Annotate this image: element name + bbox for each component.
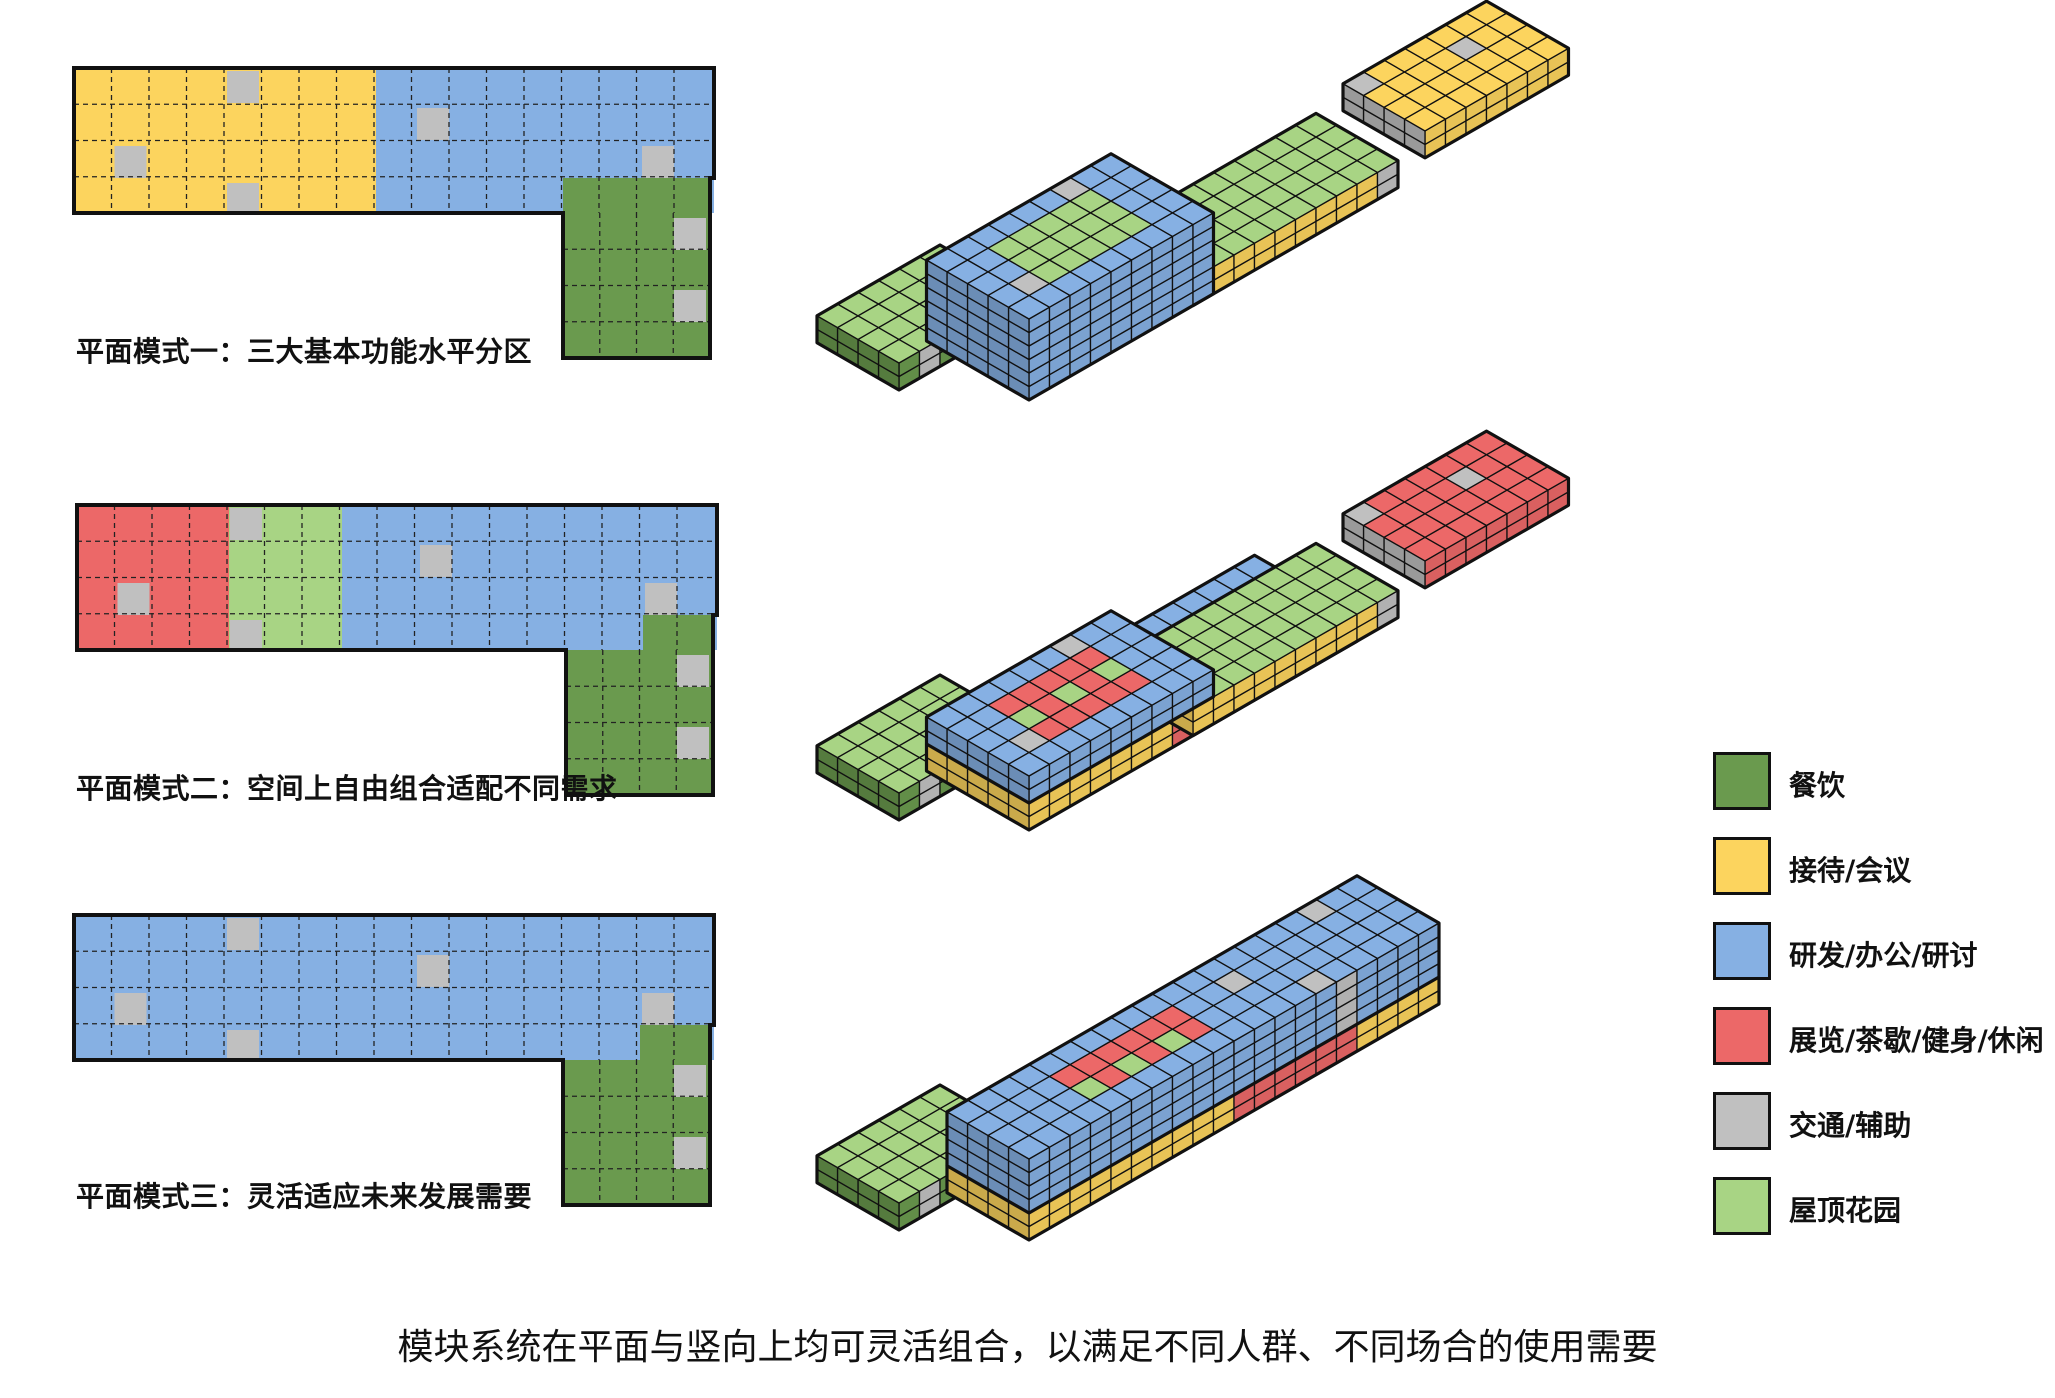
block-outline [945, 874, 1441, 1215]
plan-zone-left [74, 68, 376, 213]
plan-caption-1: 平面模式一：三大基本功能水平分区 [76, 335, 533, 368]
plan-traffic-cell [114, 993, 147, 1025]
plan-traffic-cell [674, 218, 706, 250]
legend-swatch-dining [1713, 752, 1771, 810]
plans-layer [72, 66, 719, 1207]
plan-outline [75, 503, 719, 797]
plan-zone-wing-top [563, 1025, 640, 1060]
plan-traffic-cell [674, 1137, 706, 1169]
annex-block [1341, 0, 1571, 160]
legend-swatch-reception [1713, 837, 1771, 895]
axonometric-model-3 [815, 874, 1441, 1242]
legend-item-exhibition: 展览/茶歇/健身/休闲 [1713, 1007, 2044, 1067]
legend-label-exhibition: 展览/茶歇/健身/休闲 [1789, 1024, 2044, 1057]
main-ring [924, 609, 1216, 805]
legend-item-traffic: 交通/辅助 [1713, 1092, 2043, 1152]
axonometric-model-2 [815, 429, 1571, 832]
plan-traffic-cell [420, 545, 452, 577]
plan-traffic-cell [230, 620, 262, 652]
plan-zone-wing-top [566, 615, 643, 650]
legend-swatch-exhibition [1713, 1007, 1771, 1065]
legend-item-dining: 餐饮 [1713, 752, 2043, 812]
plan-traffic-cell [227, 71, 259, 103]
block-outline [1341, 0, 1571, 160]
plan-zone-left [74, 915, 376, 1060]
plan-outline [72, 66, 716, 360]
block-outline [1341, 429, 1571, 590]
plan-traffic-cell [227, 1030, 259, 1062]
plan-outline [72, 913, 716, 1207]
legend-item-roof-garden: 屋顶花园 [1713, 1177, 2043, 1237]
plan-1 [72, 66, 716, 360]
legend-label-roof-garden: 屋顶花园 [1789, 1194, 1902, 1227]
plan-traffic-cell [227, 183, 259, 215]
footer-caption: 模块系统在平面与竖向上均可灵活组合，以满足不同人群、不同场合的使用需要 [397, 1327, 1658, 1368]
plan-traffic-cell [645, 583, 677, 615]
legend-label-research: 研发/办公/研讨 [1789, 939, 1978, 972]
annex-block [1341, 429, 1571, 590]
plan-traffic-cell [417, 955, 449, 987]
plan-traffic-cell [117, 583, 150, 615]
plan-traffic-cell [677, 655, 709, 687]
legend-label-dining: 餐饮 [1789, 769, 1846, 802]
main-ring [924, 152, 1216, 402]
plan-traffic-cell [674, 1065, 706, 1097]
plan-traffic-cell [114, 146, 147, 178]
plan-2 [75, 503, 719, 797]
legend-item-research: 研发/办公/研讨 [1713, 922, 2043, 982]
legend-swatch-research [1713, 922, 1771, 980]
plan-3 [72, 913, 716, 1207]
upper-bar [945, 874, 1441, 1215]
plan-traffic-cell [417, 108, 449, 140]
plan-caption-3: 平面模式三：灵活适应未来发展需要 [76, 1180, 533, 1213]
plan-traffic-cell [642, 146, 674, 178]
axonometric-model-1 [815, 0, 1571, 402]
plan-caption-2: 平面模式二：空间上自由组合适配不同需求 [76, 772, 618, 805]
legend-label-traffic: 交通/辅助 [1789, 1109, 1912, 1142]
plan-traffic-cell [674, 290, 706, 322]
block-outline [924, 609, 1216, 805]
plan-traffic-cell [227, 918, 259, 950]
legend-label-reception: 接待/会议 [1789, 854, 1912, 887]
plan-traffic-cell [677, 727, 709, 759]
plan-traffic-cell [230, 508, 262, 540]
block-outline [924, 152, 1216, 402]
legend-swatch-traffic [1713, 1092, 1771, 1150]
legend-item-reception: 接待/会议 [1713, 837, 2043, 897]
legend-swatch-roof-garden [1713, 1177, 1771, 1235]
plan-traffic-cell [642, 993, 674, 1025]
axonometric-layer [815, 0, 1571, 1242]
